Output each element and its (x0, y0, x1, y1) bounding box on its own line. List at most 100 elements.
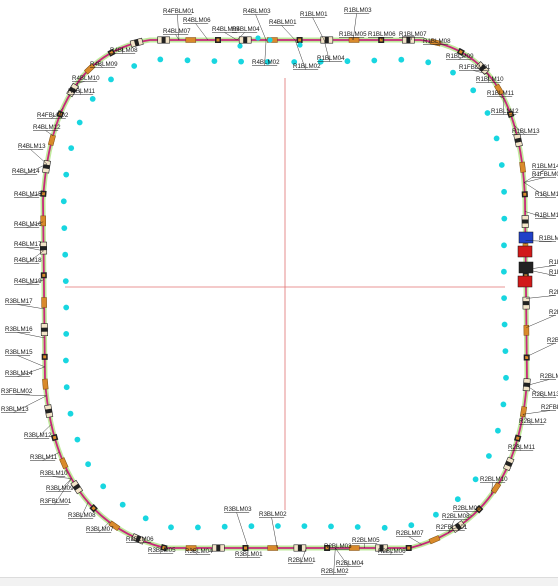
label-R2B-a: R2B (549, 289, 558, 296)
label-R1BLM01: R1BLM01 (300, 11, 328, 18)
label-R4BLM10: R4BLM10 (72, 75, 100, 82)
label-leader (14, 396, 47, 413)
label-R4BLM08: R4BLM08 (110, 47, 138, 54)
blm-marker-icon (503, 375, 509, 381)
label-R2BLM07: R2BLM07 (396, 530, 424, 537)
blm-marker-icon (503, 348, 509, 354)
label-leader (18, 356, 45, 367)
blm-marker-icon (501, 189, 507, 195)
blm-marker-icon (212, 58, 218, 64)
label-R3BLM10: R3BLM10 (40, 470, 68, 477)
blm-marker-icon (355, 524, 361, 530)
blm-marker-icon (64, 384, 70, 390)
label-R4BLM17: R4BLM17 (14, 241, 42, 248)
blm-marker-icon (502, 322, 508, 328)
label-R2BLM10: R2BLM10 (480, 476, 508, 483)
label-R1BLM06: R1BLM06 (368, 31, 396, 38)
label-R3BLM15: R3BLM15 (5, 349, 33, 356)
blm-marker-icon (68, 145, 74, 151)
label-R3BLM12: R3BLM12 (24, 432, 52, 439)
blm-marker-icon (120, 502, 126, 508)
label-R1BLM09: R1BLM09 (446, 53, 474, 60)
label-R3BLM04: R3BLM04 (185, 548, 213, 555)
label-R4BLM02: R4BLM02 (252, 59, 280, 66)
magnet-icon (523, 297, 530, 309)
label-R2B-b: R2B (549, 309, 558, 316)
label-R3BLM01: R3BLM01 (235, 551, 263, 558)
blm-marker-icon (501, 216, 507, 222)
label-R4BLM01: R4BLM01 (269, 19, 297, 26)
blm-marker-icon (297, 42, 302, 47)
label-R3BLM17: R3BLM17 (5, 298, 33, 305)
label-R2BL: R2BL (547, 337, 558, 344)
magnet-layer (40, 37, 533, 552)
blm-marker-icon (371, 58, 377, 64)
label-R2BLM08: R2BLM08 (442, 513, 470, 520)
label-R2BLM02: R2BLM02 (321, 568, 349, 575)
blm-marker-icon (168, 524, 174, 530)
label-R1BLM10: R1BLM10 (476, 76, 504, 83)
label-R4BLM13: R4BLM13 (18, 143, 46, 150)
label-R4BLM03: R4BLM03 (243, 8, 271, 15)
label-R3FBLM01: R3FBLM01 (40, 498, 72, 505)
label-R2BLM01: R2BLM01 (288, 557, 316, 564)
blm-marker-icon (494, 136, 500, 142)
label-leader (409, 537, 422, 545)
label-leader (527, 344, 555, 357)
blm-marker-icon (185, 57, 191, 63)
label-leader (524, 178, 545, 183)
label-leader (18, 333, 45, 338)
magnet-icon (503, 457, 514, 471)
magnet-icon (60, 458, 69, 469)
blm-marker-icon (302, 523, 308, 529)
label-R3FBLM02: R3FBLM02 (1, 388, 33, 395)
blm-marker-icon (68, 411, 74, 417)
label-R4BLM11: R4BLM11 (68, 88, 96, 95)
label-leader (523, 411, 550, 415)
blm-marker-icon (433, 512, 439, 518)
magnet-icon (268, 546, 278, 551)
blm-marker-icon (222, 524, 228, 530)
magnet-icon (522, 191, 528, 197)
blm-marker-icon (85, 461, 91, 467)
blm-marker-icon (450, 70, 456, 76)
magnet-icon (514, 134, 523, 147)
label-R1BLM11: R1BLM11 (487, 90, 515, 97)
label-R4BLM04: R4BLM04 (232, 26, 260, 33)
blm-marker-icon (131, 63, 137, 69)
magnet-icon (212, 545, 224, 551)
magnet-icon (321, 37, 333, 43)
label-R2BLM09: R2BLM09 (453, 505, 481, 512)
blm-marker-icon (237, 43, 242, 48)
label-R4BLM18: R4BLM18 (14, 257, 42, 264)
magnet-icon (42, 379, 48, 389)
magnet-icon (45, 405, 53, 418)
label-leader (313, 18, 325, 41)
magnet-icon (130, 38, 143, 47)
blm-marker-icon (108, 77, 114, 83)
blm-marker-icon (195, 525, 201, 531)
label-R1BLM02: R1BLM02 (293, 63, 321, 70)
blm-marker-icon (63, 172, 69, 178)
magnet-icon (406, 545, 412, 551)
blm-marker-icon (267, 37, 272, 42)
blm-marker-icon (486, 453, 492, 459)
blm-marker-icon (143, 515, 149, 521)
magnet-icon (48, 135, 55, 146)
blm-marker-icon (90, 96, 96, 102)
blm-marker-icon (345, 58, 351, 64)
blm-marker-icon (470, 87, 476, 93)
magnet-icon (186, 38, 196, 43)
blm-marker-icon (495, 428, 501, 434)
label-R3BLM05: R3BLM05 (148, 547, 176, 554)
blm-marker-icon (63, 278, 69, 284)
label-R3BLM16: R3BLM16 (5, 326, 33, 333)
label-R1FBLM01: R1FBLM01 (459, 64, 491, 71)
magnet-icon (215, 37, 221, 43)
blm-marker-icon (425, 59, 431, 65)
blm-marker-icon (501, 242, 507, 248)
label-R1BLM12: R1BLM12 (491, 108, 519, 115)
label-R4BLM09: R4BLM09 (90, 61, 118, 68)
label-leader (18, 305, 45, 309)
